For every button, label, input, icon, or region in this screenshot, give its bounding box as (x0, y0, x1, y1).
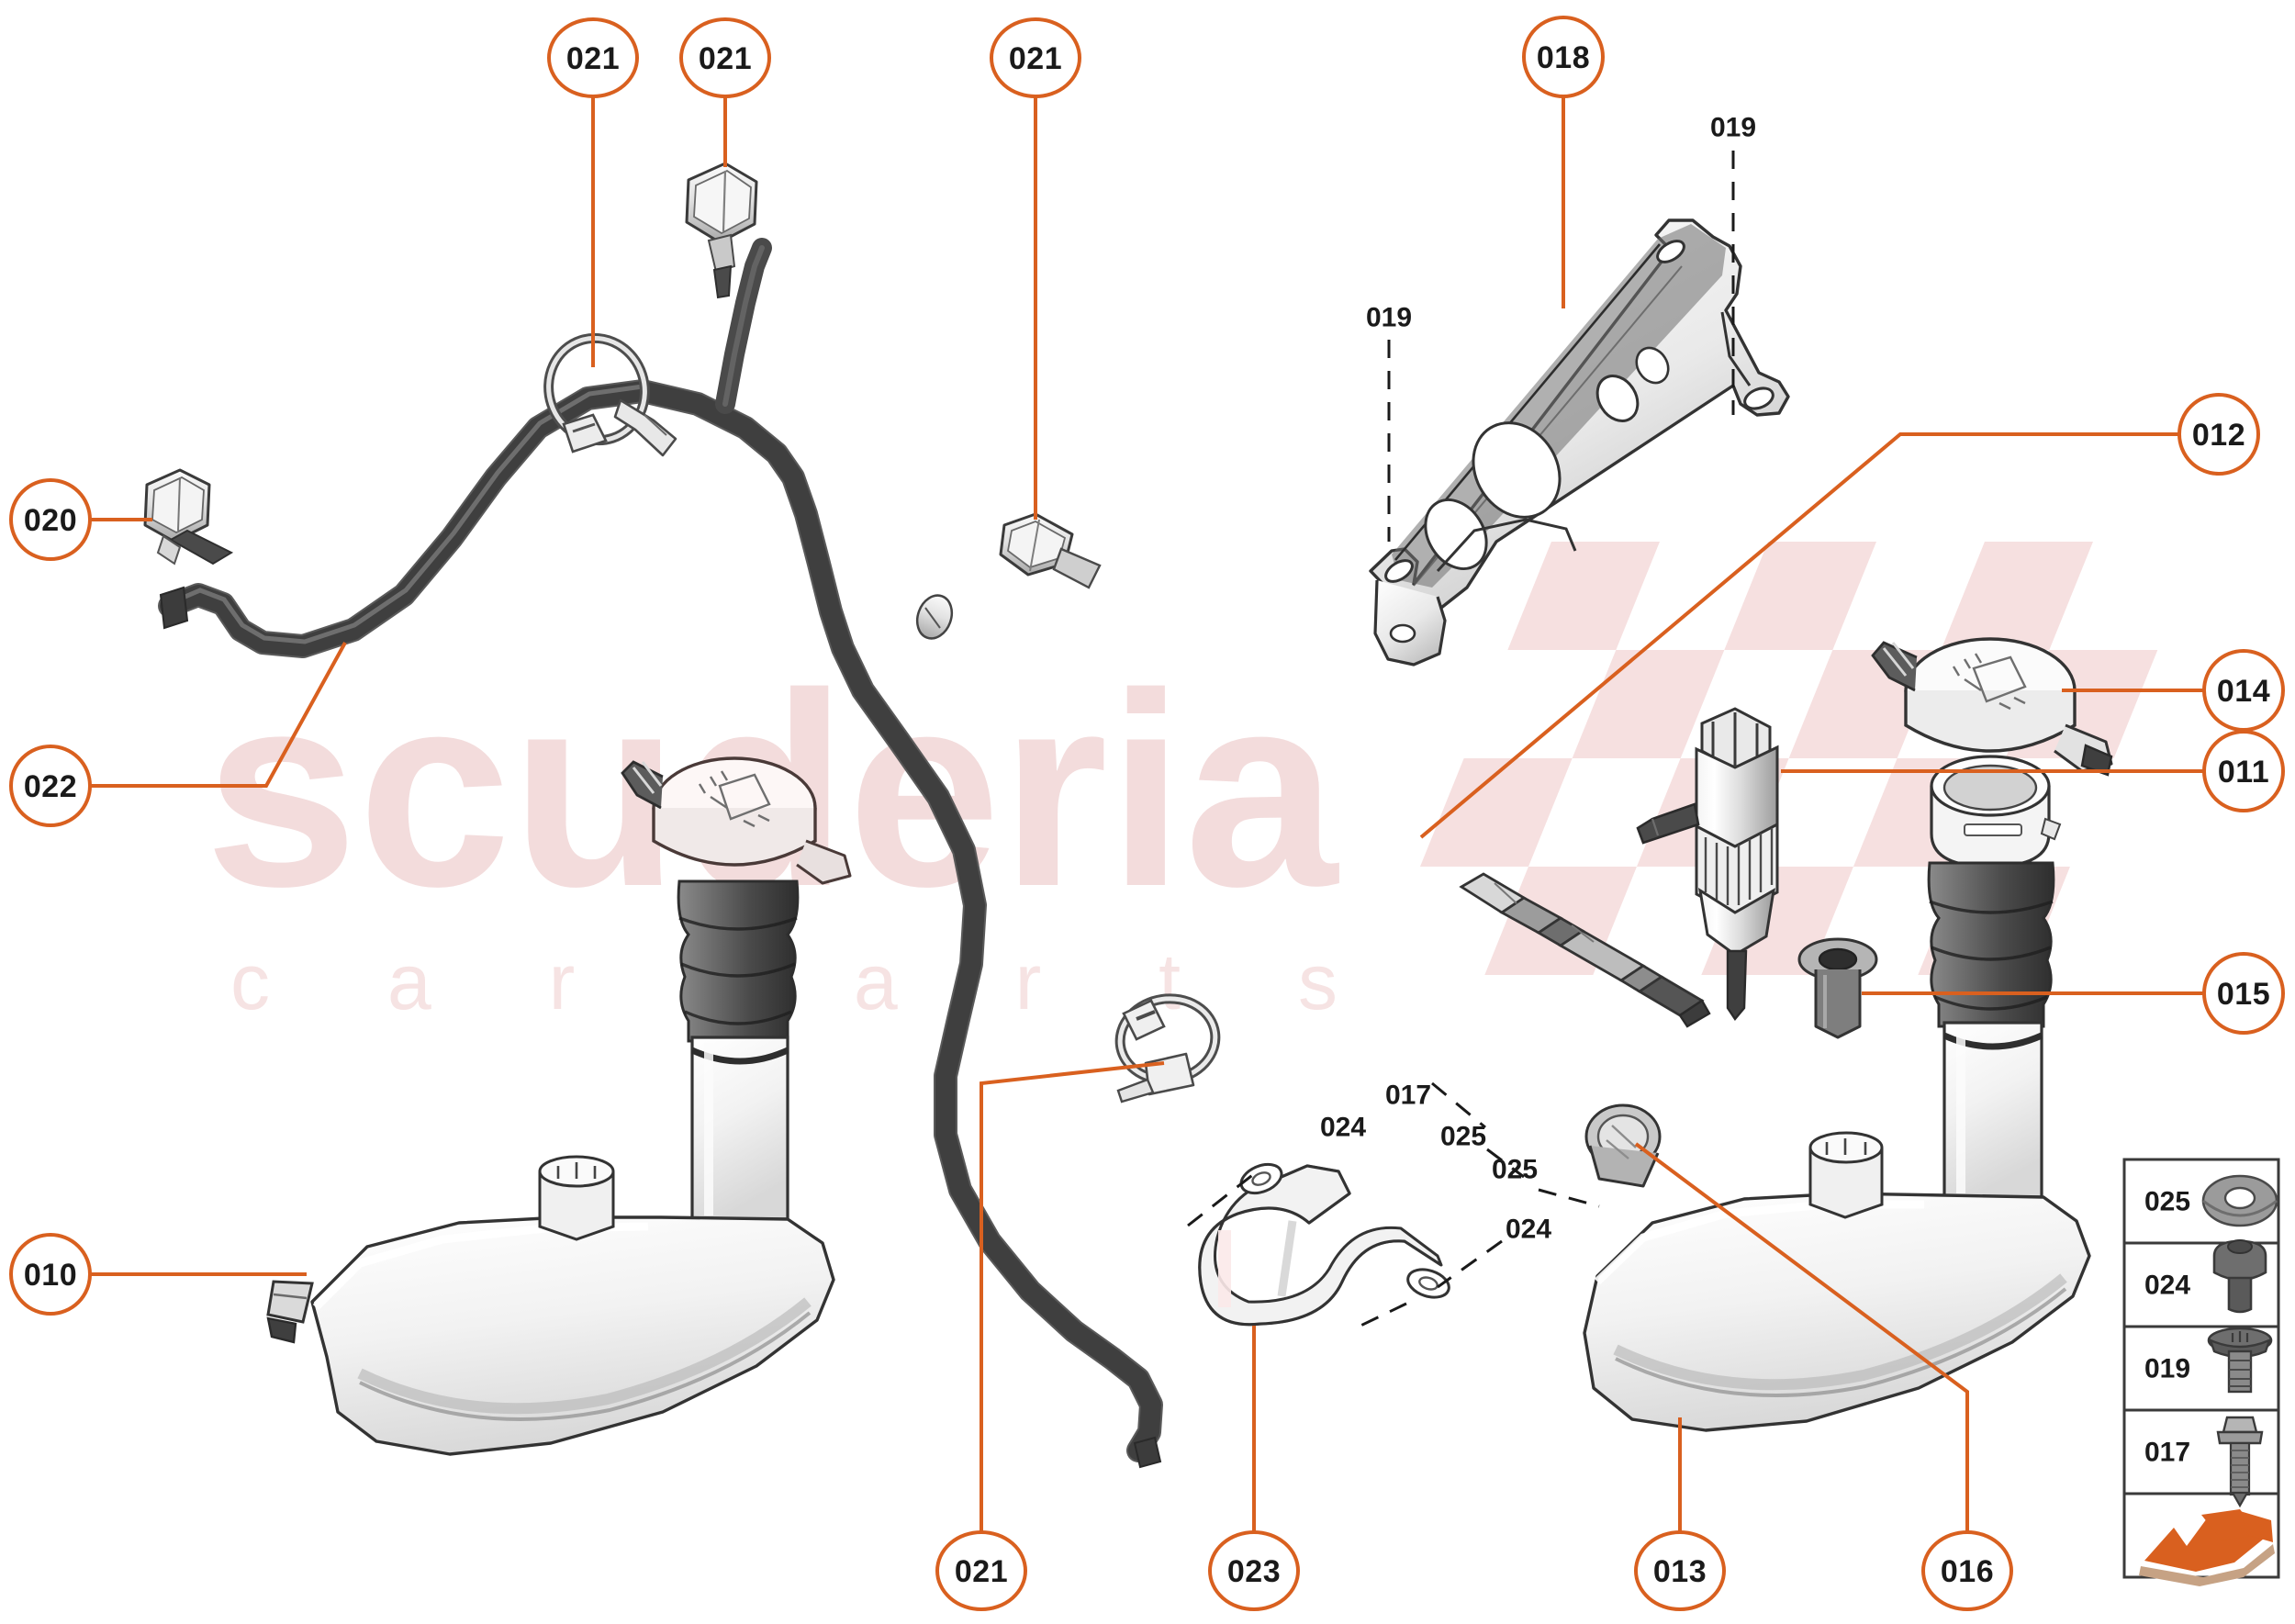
washer-icon (2201, 1174, 2278, 1227)
callout-013-13[interactable]: 013 (1634, 1530, 1726, 1611)
callout-label: 012 (2192, 418, 2245, 453)
callout-023-12[interactable]: 023 (1208, 1530, 1300, 1611)
fastener-label-019: 019 (1366, 303, 1412, 333)
leader-021-d (980, 1061, 1165, 1532)
callout-label: 020 (24, 503, 77, 538)
callout-label: 015 (2217, 977, 2270, 1012)
washer-pump-part-011 (1636, 707, 1779, 1022)
callout-bubble[interactable] (1634, 1530, 1726, 1611)
flange-bolt-icon (2212, 1239, 2267, 1314)
mounting-bracket-part-018 (1369, 218, 1790, 666)
level-sensor-part-012 (1459, 872, 1711, 1028)
callout-label: 021 (1009, 41, 1062, 76)
hose-clamp-part-021-a (543, 332, 677, 457)
callout-bubble[interactable] (1522, 16, 1605, 98)
fastener-label-025: 025 (1492, 1155, 1538, 1185)
dash-024-tail (1356, 1302, 1407, 1329)
fastener-label-024: 024 (1320, 1113, 1366, 1143)
hose-connector-part-020 (143, 468, 234, 566)
callout-018-3[interactable]: 018 (1522, 16, 1605, 98)
leader-012 (1419, 432, 2180, 839)
callout-bubble[interactable] (679, 17, 771, 98)
dash-025-025 (1486, 1148, 1525, 1179)
leader-022 (91, 642, 347, 788)
torx-screw-icon (2207, 1327, 2273, 1394)
legend-label-1: 024 (2144, 1271, 2190, 1301)
callout-015-9[interactable]: 015 (2202, 952, 2285, 1035)
legend-label-2: 019 (2144, 1354, 2190, 1384)
hose-clamp-part-021-d (1114, 993, 1221, 1103)
callout-bubble[interactable] (2202, 730, 2285, 812)
callout-021-11[interactable]: 021 (935, 1530, 1027, 1611)
callout-label: 021 (699, 41, 752, 76)
callout-label: 021 (566, 41, 620, 76)
fastener-label-017: 017 (1385, 1081, 1431, 1111)
leader-016 (1634, 1142, 1969, 1532)
callout-bubbles: 021 021 021 018 020 022 012 014 011 015 010 021 023 0… (9, 16, 2285, 1611)
hex-bolt-icon (2216, 1416, 2264, 1508)
callout-020-4[interactable]: 020 (9, 478, 92, 561)
callout-010-10[interactable]: 010 (9, 1233, 92, 1316)
callout-label: 016 (1941, 1554, 1994, 1589)
fastener-legend-table: 025 024 019 (2122, 1158, 2280, 1586)
callout-022-5[interactable]: 022 (9, 745, 92, 827)
callout-label: 022 (24, 769, 77, 804)
dash-024-right (1437, 1239, 1503, 1289)
callout-label: 018 (1537, 40, 1590, 75)
dash-017-025 (1431, 1081, 1486, 1129)
callout-bubble[interactable] (547, 17, 639, 98)
callout-021-1[interactable]: 021 (679, 17, 771, 98)
drain-plug-part-016 (1584, 1103, 1662, 1188)
filler-cap-part-014 (1871, 637, 2113, 777)
callout-021-2[interactable]: 021 (990, 17, 1081, 98)
washer-hose-part-022 (158, 238, 1163, 1469)
callout-label: 011 (2218, 755, 2269, 790)
fastener-label-019: 019 (1710, 113, 1756, 143)
callout-label: 021 (955, 1554, 1008, 1589)
washer-reservoir-part-013 (1583, 755, 2091, 1432)
callout-label: 010 (24, 1258, 77, 1293)
washer-reservoir-part-010 (266, 756, 852, 1456)
leader-lines (91, 97, 2205, 1532)
callout-label: 013 (1653, 1554, 1707, 1589)
callout-bubble[interactable] (935, 1530, 1027, 1611)
assembly-dashed-lines (1187, 151, 1735, 1329)
callout-bubble[interactable] (9, 478, 92, 561)
dash-025-tank (1538, 1188, 1600, 1208)
callout-bubble[interactable] (990, 17, 1081, 98)
fastener-label-025: 025 (1440, 1122, 1486, 1152)
callout-011-8[interactable]: 011 (2202, 730, 2285, 812)
legend-label-0: 025 (2144, 1187, 2190, 1217)
hose-clip-part-021-b (685, 162, 758, 299)
retaining-clamp-part-023 (1198, 1162, 1450, 1327)
callout-bubble[interactable] (2177, 393, 2260, 476)
hose-clip-part-021-c (999, 512, 1102, 589)
dash-024-left (1187, 1168, 1260, 1227)
callout-bubble[interactable] (9, 745, 92, 827)
callout-bubble[interactable] (1921, 1530, 2013, 1611)
callout-bubble[interactable] (1208, 1530, 1300, 1611)
callout-label: 023 (1227, 1554, 1281, 1589)
callout-label: 014 (2217, 674, 2270, 709)
callout-bubble[interactable] (2202, 952, 2285, 1035)
checkered-flag-icon (2139, 1509, 2275, 1586)
legend-label-3: 017 (2144, 1438, 2190, 1468)
callout-bubble[interactable] (9, 1233, 92, 1316)
grommet-part-015 (1797, 937, 1878, 1039)
callout-014-7[interactable]: 014 (2202, 649, 2285, 732)
callout-021-0[interactable]: 021 (547, 17, 639, 98)
callout-016-14[interactable]: 016 (1921, 1530, 2013, 1611)
fastener-label-024: 024 (1506, 1215, 1551, 1245)
callout-012-6[interactable]: 012 (2177, 393, 2260, 476)
